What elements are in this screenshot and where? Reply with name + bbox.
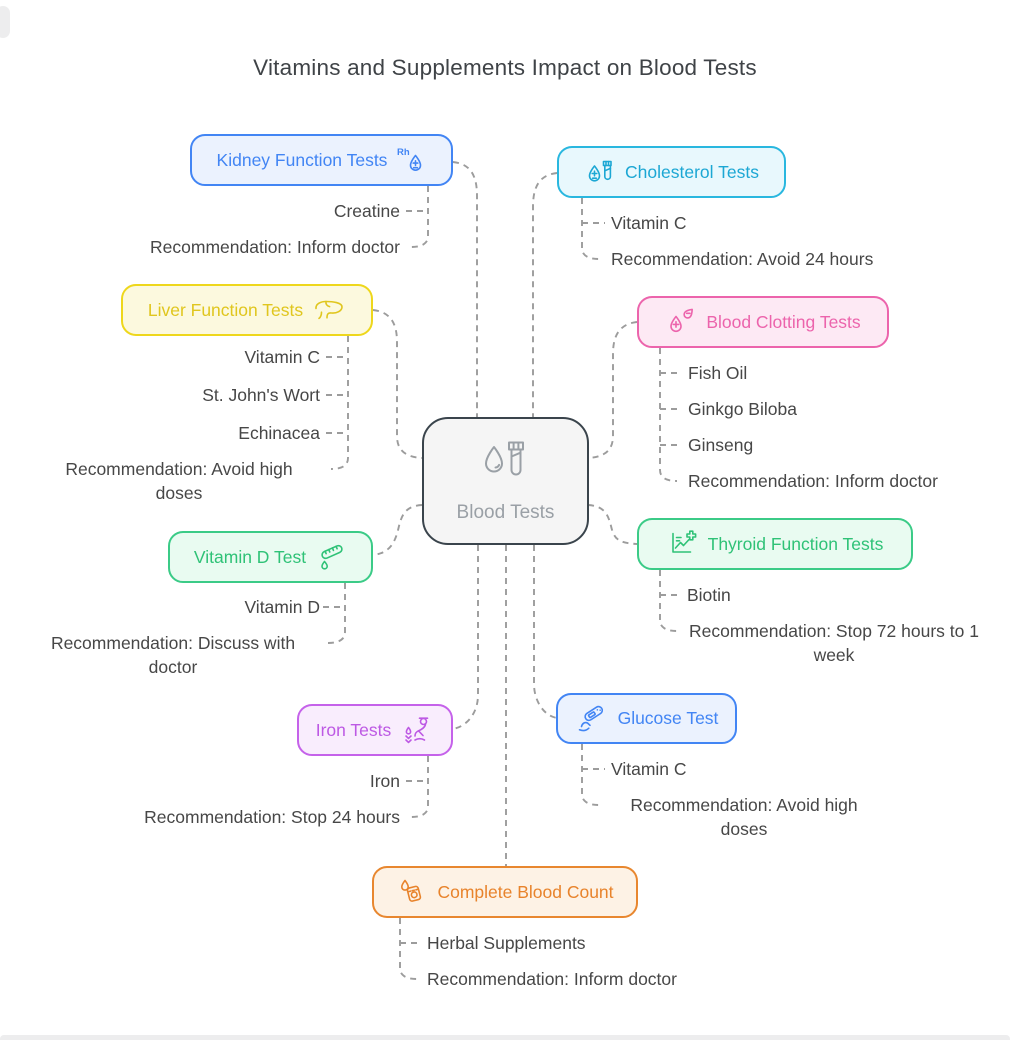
tree-iron: [410, 756, 429, 818]
tree-cholesterol: [581, 198, 600, 260]
person-with-drops-icon: [400, 714, 434, 746]
link-kidney: [452, 161, 478, 417]
tree-kidney: [410, 186, 429, 248]
tree-liver: [330, 336, 349, 470]
child-item: Vitamin C: [611, 759, 687, 779]
node-label: Thyroid Function Tests: [707, 533, 884, 554]
node-label: Iron Tests: [315, 719, 392, 740]
blood-drop-and-test-tube-icon: [477, 439, 535, 495]
bottom-strip: [0, 1035, 1010, 1040]
child-item: Recommendation: Stop 24 hours: [144, 807, 400, 827]
child-item: Recommendation: Avoid 24 hours: [611, 249, 874, 269]
child-item: Recommendation: Inform doctor: [688, 471, 938, 491]
central-label: Blood Tests: [456, 501, 555, 523]
node-label: Vitamin D Test: [193, 546, 307, 567]
child-item: Echinacea: [238, 423, 320, 443]
node-liver-function-tests: Liver Function Tests: [121, 284, 373, 336]
link-glucose: [533, 545, 558, 719]
node-kidney-function-tests: Kidney Function Tests Rh: [190, 134, 453, 186]
node-complete-blood-count: Complete Blood Count: [372, 866, 638, 918]
child-item: Recommendation: Avoid high doses: [630, 795, 858, 839]
blood-drop-and-blood-bag-icon: [396, 876, 428, 908]
two-blood-drops-plus-minus-icon: [665, 306, 697, 338]
child-item: Recommendation: Discuss with doctor: [50, 633, 296, 677]
child-item: Vitamin C: [244, 347, 320, 367]
child-item: Vitamin C: [611, 213, 687, 233]
child-item: Fish Oil: [688, 363, 748, 383]
tree-glucose: [581, 744, 600, 806]
child-item: Iron: [369, 771, 400, 791]
child-item: Recommendation: Stop 72 hours to 1 week: [689, 621, 979, 665]
child-item: Creatine: [333, 201, 400, 221]
tree-vitamin-d: [327, 583, 346, 644]
liver-icon: [312, 295, 346, 325]
tree-clotting: [659, 348, 678, 482]
link-vitamin-d: [372, 504, 423, 556]
link-iron: [452, 545, 479, 730]
link-clotting: [587, 321, 638, 459]
child-item: Vitamin D: [244, 597, 320, 617]
node-blood-tests-central: Blood Tests: [422, 417, 589, 545]
corner-tab: [0, 6, 10, 38]
chart-with-medical-cross-icon: [667, 528, 699, 560]
node-thyroid-function-tests: Thyroid Function Tests: [637, 518, 913, 570]
child-item: Herbal Supplements: [427, 933, 586, 953]
blood-drop-test-tube-icon: [584, 156, 616, 188]
node-label: Complete Blood Count: [437, 881, 614, 902]
node-label: Cholesterol Tests: [625, 161, 759, 182]
node-label: Glucose Test: [617, 708, 719, 728]
child-item: Biotin: [687, 585, 731, 605]
node-glucose-test: Glucose Test: [556, 693, 737, 744]
child-item: St. John's Wort: [202, 385, 320, 405]
node-cholesterol-tests: Cholesterol Tests: [557, 146, 786, 198]
rh-blood-type-drop-icon: Rh: [396, 145, 426, 175]
child-item: Ginseng: [688, 435, 754, 455]
link-cholesterol: [532, 172, 558, 417]
node-label: Liver Function Tests: [147, 299, 304, 320]
node-label: Kidney Function Tests: [216, 149, 388, 170]
tree-thyroid: [659, 570, 678, 632]
child-item: Recommendation: Inform doctor: [427, 969, 677, 989]
child-item: Recommendation: Avoid high doses: [65, 459, 293, 503]
node-iron-tests: Iron Tests: [297, 704, 453, 756]
tree-cbc: [399, 918, 418, 980]
test-strip-and-drop-icon: [315, 541, 347, 573]
child-item: Recommendation: Inform doctor: [150, 237, 400, 257]
glucometer-hand-icon: [575, 703, 609, 735]
node-vitamin-d-test: Vitamin D Test: [168, 531, 373, 583]
link-liver: [372, 309, 423, 459]
node-blood-clotting-tests: Blood Clotting Tests: [637, 296, 889, 348]
link-thyroid: [587, 504, 638, 545]
svg-text:Rh: Rh: [397, 147, 410, 158]
diagram-title: Vitamins and Supplements Impact on Blood…: [253, 55, 757, 80]
node-label: Blood Clotting Tests: [706, 311, 861, 332]
child-item: Ginkgo Biloba: [688, 399, 797, 419]
